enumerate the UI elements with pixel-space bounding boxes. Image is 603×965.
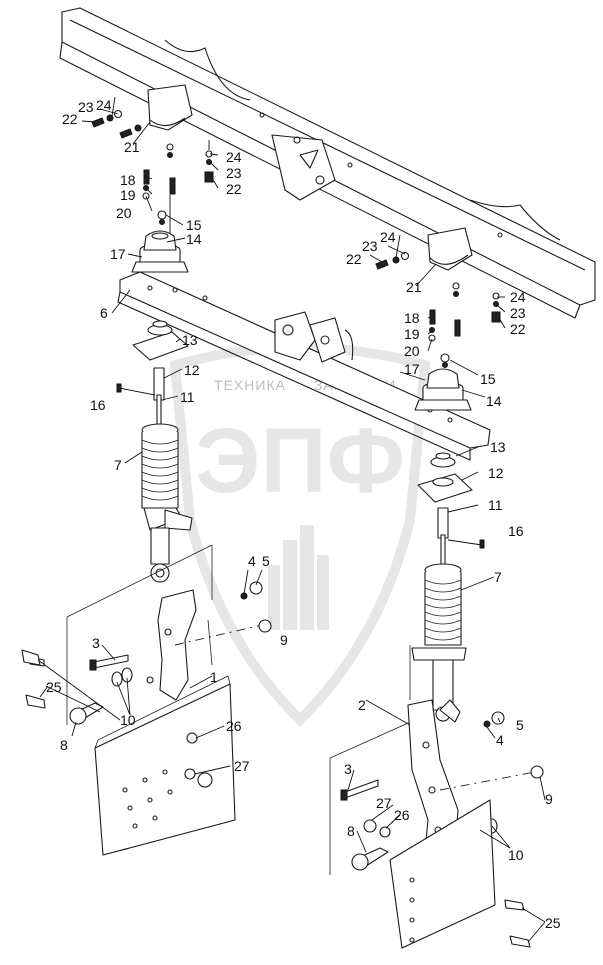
watermark-left-text: ТЕХНИКА [214, 377, 286, 393]
callout-label: 25 [545, 915, 561, 931]
callout-label: 19 [404, 326, 420, 342]
callout-label: 23 [226, 165, 242, 181]
callout-label: 7 [494, 569, 502, 585]
callout-label: 6 [100, 305, 108, 321]
callout-label: 11 [488, 497, 503, 513]
callout-label: 3 [92, 635, 100, 651]
callout-label: 21 [124, 139, 140, 155]
lower-bracket-left [21, 544, 272, 856]
callout-label: 12 [488, 465, 504, 481]
callout-label: 16 [508, 523, 524, 539]
rubber-mount-right [414, 368, 472, 411]
callout-label: 17 [404, 361, 420, 377]
callout-label: 24 [380, 229, 396, 245]
callout-label: 19 [120, 187, 136, 203]
callout-label: 9 [545, 791, 553, 807]
callout-labels: 24 23 22 21 24 23 22 18 19 20 15 14 17 6… [46, 97, 561, 931]
callout-label: 16 [90, 397, 106, 413]
callout-label: 27 [234, 758, 250, 774]
callout-label: 22 [346, 251, 362, 267]
callout-label: 8 [347, 823, 355, 839]
callout-label: 20 [404, 343, 420, 359]
watermark: ЭПФ ТЕХНИКА ЗАПЧАСТИ [169, 342, 431, 728]
callout-label: 26 [226, 718, 242, 734]
callout-label: 18 [120, 172, 136, 188]
watermark-buildings-icon [268, 525, 329, 630]
callout-label: 23 [362, 238, 378, 254]
callout-label: 17 [110, 246, 126, 262]
callout-label: 15 [186, 217, 202, 233]
callout-label: 20 [116, 205, 132, 221]
callout-label: 10 [508, 847, 524, 863]
callout-label: 24 [226, 149, 242, 165]
callout-label: 23 [510, 305, 526, 321]
callout-label: 9 [280, 632, 288, 648]
callout-label: 26 [394, 807, 410, 823]
callout-label: 24 [510, 289, 526, 305]
callout-label: 10 [120, 712, 136, 728]
callout-label: 14 [486, 393, 502, 409]
cross-member [117, 271, 491, 461]
rubber-mount-left [131, 230, 189, 273]
callout-label: 13 [182, 332, 198, 348]
callout-label: 18 [404, 310, 420, 326]
callout-label: 2 [358, 697, 366, 713]
callout-label: 13 [490, 439, 506, 455]
callout-label: 3 [344, 761, 352, 777]
spring-shock-left [116, 320, 193, 583]
callout-label: 5 [516, 717, 524, 733]
callout-label: 21 [406, 279, 422, 295]
callout-label: 7 [114, 457, 122, 473]
callout-label: 5 [262, 553, 270, 569]
callout-label: 22 [510, 321, 526, 337]
spring-shock-right [411, 452, 485, 722]
callout-label: 14 [186, 231, 202, 247]
callout-label: 25 [46, 679, 62, 695]
callout-label: 1 [210, 669, 218, 685]
lower-bracket-right [329, 645, 544, 949]
callout-label: 12 [184, 362, 200, 378]
callout-label: 22 [62, 111, 78, 127]
callout-label: 23 [78, 99, 94, 115]
callout-label: 24 [96, 97, 112, 113]
callout-label: 4 [248, 553, 256, 569]
callout-label: 11 [180, 389, 195, 405]
leader-lines [37, 96, 546, 943]
frame-rail [59, 7, 596, 319]
watermark-logo-text: ЭПФ [195, 410, 405, 512]
upper-left-fasteners [91, 109, 214, 240]
upper-right-fasteners [375, 251, 501, 368]
callout-label: 27 [376, 795, 392, 811]
callout-label: 4 [496, 732, 504, 748]
callout-label: 8 [60, 737, 68, 753]
callout-label: 22 [226, 181, 242, 197]
callout-label: 15 [480, 371, 496, 387]
